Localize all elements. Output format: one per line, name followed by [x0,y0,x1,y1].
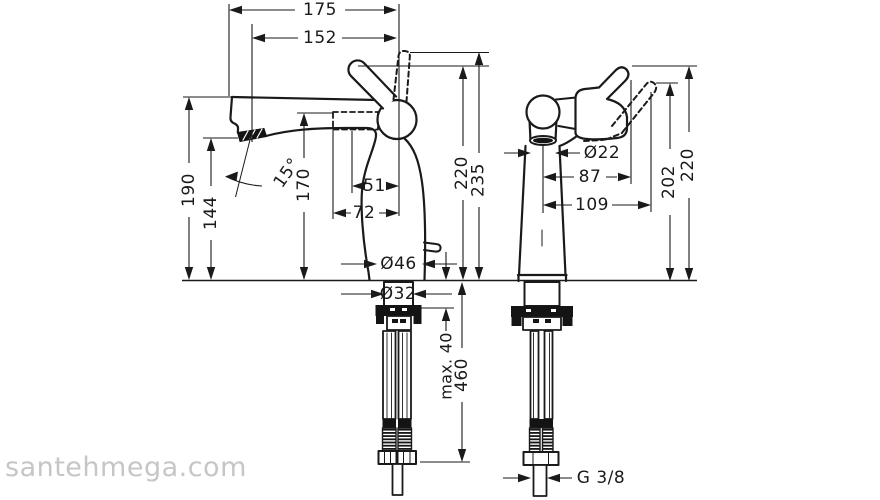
dim-spout-top-height: 190 [179,173,199,207]
dim-connection-thread: G 3/8 [577,468,625,488]
dimension-lines [188,9,690,479]
right-view-front [511,66,658,497]
watermark-text: santehmega.com [5,452,247,483]
spout-outline [229,95,427,282]
body-column-front [516,134,579,283]
dim-max-deck-thickness: max. 40 [437,332,456,400]
dimension-arrowheads [184,5,694,483]
dim-lever-to-axis: 51 [363,176,386,196]
dim-height-235: 235 [469,163,489,197]
dim-height-220-right: 220 [678,148,698,182]
left-view-side [229,49,442,496]
handle-pivot [376,98,418,141]
spout-head-front [525,94,561,146]
dim-axis-to-lever-open: 109 [575,195,609,215]
handle-front [574,66,630,141]
left-below-deck [375,281,422,496]
dim-spout-diameter: Ø22 [584,143,621,163]
popup-rod-knob [423,241,442,253]
handle-alt-position-front-dashed [583,80,658,142]
dim-cartridge-to-axis: 72 [353,203,376,223]
dim-outlet-reach: 152 [303,28,337,48]
cartridge-dashed-outline [332,111,379,131]
joystick-handle [347,59,398,110]
dim-height-220-left: 220 [452,156,472,190]
dim-body-diameter: Ø46 [380,254,417,274]
spout-outlet [533,137,553,144]
dim-under-spout-height: 170 [294,168,314,202]
right-below-deck [511,281,573,497]
head-handle-joint [555,96,577,130]
dim-shank-diameter: Ø32 [380,284,417,304]
dim-spout-reach: 175 [303,0,337,20]
dim-hose-length: 460 [452,358,472,392]
dim-outlet-height: 144 [201,196,221,230]
handle-alt-position-dashed [392,49,411,103]
dim-height-202: 202 [659,165,679,199]
dimension-labels: 175 152 190 144 15° 170 51 72 220 235 Ø4… [179,0,698,488]
extension-lines [183,4,697,463]
dim-axis-to-lever: 87 [579,167,602,187]
